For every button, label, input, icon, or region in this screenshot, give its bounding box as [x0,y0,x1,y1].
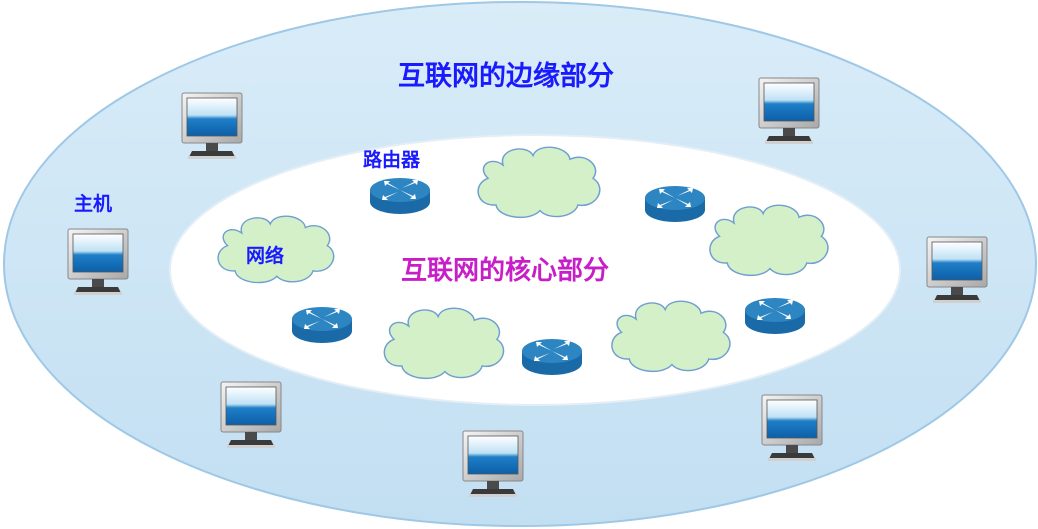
edge-title: 互联网的边缘部分 [398,61,614,92]
core-title: 互联网的核心部分 [401,256,610,286]
router-icon [745,298,805,334]
router-icon [292,307,352,343]
host-label: 主机 [74,193,113,215]
router-label: 路由器 [363,149,421,171]
network-label: 网络 [246,245,285,267]
router-icon [645,186,705,222]
router-icon [522,339,582,375]
router-icon [370,178,430,214]
